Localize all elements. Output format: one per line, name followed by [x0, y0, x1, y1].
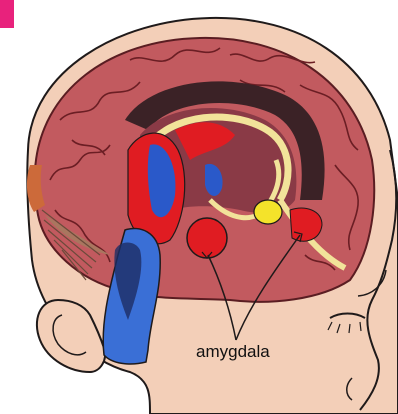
amygdala-node [187, 218, 227, 258]
amygdala-right-red [290, 208, 322, 241]
amygdala-label: amygdala [196, 342, 270, 362]
corner-tab [0, 0, 14, 28]
mammillary-body [254, 200, 282, 224]
